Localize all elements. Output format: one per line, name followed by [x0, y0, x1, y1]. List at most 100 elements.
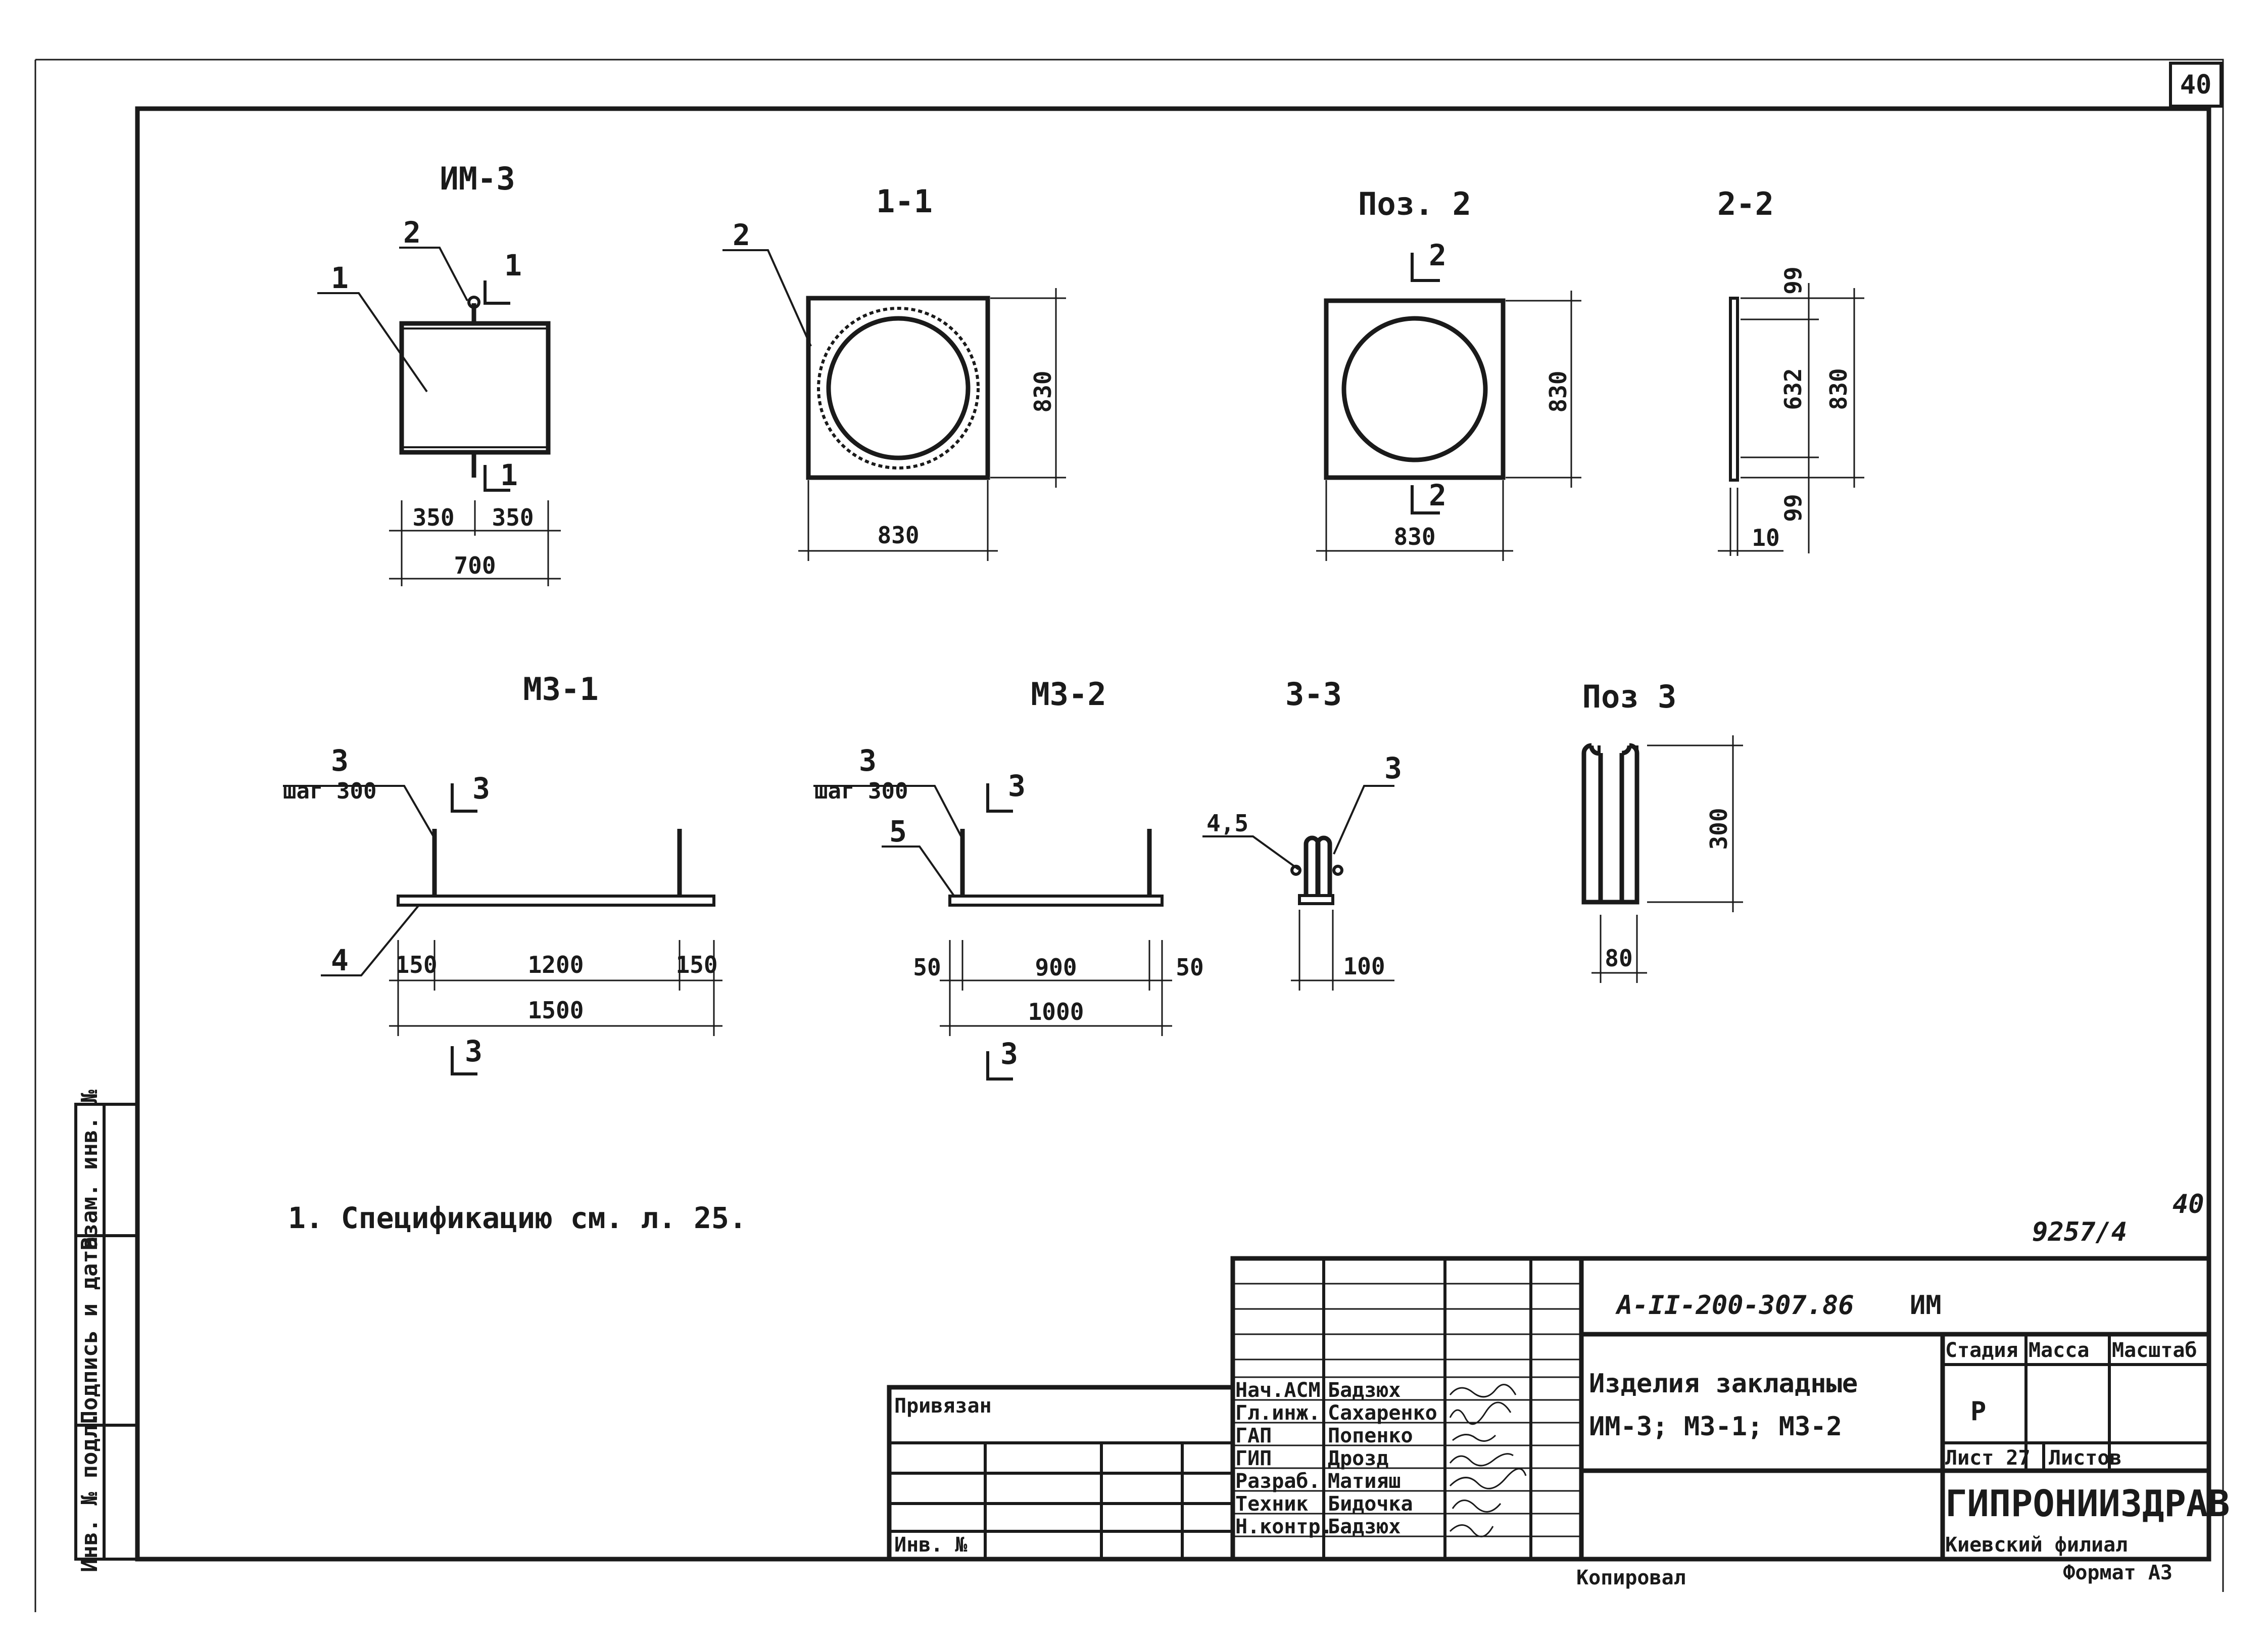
organization-branch: Киевский филиал [1945, 1533, 2128, 1557]
role-label: Разраб. [1235, 1470, 1321, 1493]
pos2-dim-width: 830 [1393, 523, 1435, 550]
document-title-line-2: ИМ-3; МЗ-1; МЗ-2 [1589, 1412, 1842, 1442]
pos2-section-mark-top: 2 [1429, 238, 1446, 272]
im3-dim-right: 350 [492, 504, 534, 531]
im3-dim-left: 350 [412, 504, 454, 531]
document-title-line-1: Изделия закладные [1589, 1369, 1858, 1399]
specification-note: 1. Спецификацию см. л. 25. [288, 1201, 747, 1235]
pos3-dimension-lines [1591, 735, 1743, 983]
mz2-dim-total: 1000 [1028, 998, 1084, 1025]
role-row-7: Н.контр. Бадзюх [1235, 1515, 1401, 1538]
document-mark: ИМ [1910, 1290, 1942, 1321]
view-mz2: МЗ-2 3 шаг 300 5 3 3 50 900 50 1000 [813, 676, 1204, 1081]
code-stamp: 9257/4 [2032, 1217, 2127, 1247]
side-stamp-signature: Подпись и дата [77, 1237, 103, 1424]
sec33-callout-3: 3 [1384, 751, 1402, 785]
mz2-callout-5: 5 [889, 814, 907, 849]
role-label: ГИП [1235, 1447, 1272, 1470]
mz1-section-mark-bottom: 3 [465, 1034, 482, 1068]
view-position-3: Поз 3 300 80 [1581, 678, 1743, 983]
title-block: Привязан Инв. № Нач.АСМ Бадзюх Гл.инж. С… [887, 1256, 2230, 1562]
sec33-dim-weld: 4,5 [1207, 810, 1248, 837]
document-code: А-II-200-307.86 [1615, 1290, 1854, 1321]
mz2-dim-middle: 900 [1035, 954, 1077, 981]
mz2-pitch-note: шаг 300 [814, 778, 908, 804]
sheets-count-label: Листов [2049, 1446, 2122, 1470]
mz1-dim-left: 150 [395, 951, 437, 978]
role-row-6: Техник Бидочка [1235, 1492, 1413, 1516]
role-name: Бадзюх [1328, 1379, 1401, 1402]
role-name: Попенко [1328, 1424, 1413, 1447]
view-section-2-2: 2-2 99 632 830 99 10 [1717, 185, 1864, 556]
im3-callout-1: 1 [331, 261, 349, 295]
mz1-callout-3: 3 [331, 743, 349, 778]
scale-header: Масштаб [2112, 1339, 2197, 1362]
corner-sheet-number: 40 [2180, 70, 2212, 100]
pos2-title: Поз. 2 [1358, 185, 1471, 222]
im3-section-mark-bottom: 1 [500, 458, 518, 492]
sec11-dim-height: 830 [1029, 370, 1056, 412]
pos3-title: Поз 3 [1582, 678, 1677, 715]
role-name: Дрозд [1328, 1447, 1388, 1470]
sec22-dim-middle: 632 [1779, 368, 1807, 410]
side-stamp: Взам. инв. № Подпись и дата Инв. № подл. [74, 1090, 139, 1572]
view-mz1: МЗ-1 3 шаг 300 4 3 3 150 1200 150 1500 [283, 671, 722, 1075]
mz1-dim-middle: 1200 [528, 951, 584, 978]
format-label: Формат А3 [2063, 1561, 2173, 1584]
mz2-dim-left: 50 [913, 954, 941, 981]
role-name: Матияш [1328, 1470, 1401, 1493]
copied-by-label: Копировал [1576, 1566, 1686, 1589]
view-position-2: Поз. 2 2 2 830 830 [1316, 185, 1581, 561]
view-section-3-3: 3-3 4,5 3 100 [1202, 676, 1402, 991]
inventory-label: Инв. № [894, 1533, 968, 1557]
sec22-dim-thickness: 10 [1752, 524, 1779, 551]
role-label: Нач.АСМ [1235, 1379, 1321, 1402]
mz2-title: МЗ-2 [1031, 676, 1106, 713]
stage-header: Стадия [1945, 1339, 2018, 1362]
pos2-dimension-lines [1316, 291, 1581, 561]
role-label: ГАП [1235, 1424, 1272, 1447]
pos3-dim-height: 300 [1705, 808, 1732, 850]
sec33-dimension-lines [1291, 910, 1394, 991]
sec11-title: 1-1 [876, 183, 933, 220]
role-name: Бадзюх [1328, 1515, 1401, 1538]
role-label: Гл.инж. [1235, 1401, 1321, 1425]
pos2-dim-height: 830 [1545, 370, 1572, 412]
stage-value: Р [1970, 1396, 1986, 1427]
sec22-dimension-lines [1718, 283, 1864, 556]
signatures [1449, 1384, 1527, 1537]
side-stamp-inventory: Инв. № подл. [77, 1412, 103, 1572]
outer-border [34, 59, 2224, 1612]
im3-dimension-lines [389, 500, 561, 586]
role-row-1: Нач.АСМ Бадзюх [1235, 1379, 1401, 1402]
mz1-section-mark-top: 3 [472, 771, 490, 806]
mass-header: Масса [2029, 1339, 2089, 1362]
sec22-dim-bottom: 99 [1779, 494, 1807, 522]
pos2-section-mark-bottom: 2 [1429, 478, 1446, 512]
im3-callout-2: 2 [403, 215, 421, 250]
role-row-2: Гл.инж. Сахаренко [1235, 1401, 1437, 1425]
sec11-dim-width: 830 [877, 522, 919, 549]
role-row-3: ГАП Попенко [1235, 1424, 1413, 1447]
mz2-callout-3: 3 [859, 743, 877, 778]
sec22-dim-total: 830 [1825, 368, 1852, 410]
sheet-number-label: Лист 27 [1945, 1446, 2031, 1470]
role-label: Техник [1235, 1492, 1309, 1516]
role-row-5: Разраб. Матияш [1235, 1470, 1401, 1493]
mz1-pitch-note: шаг 300 [283, 778, 376, 804]
mz1-dimension-lines [389, 940, 722, 1036]
footer-sheet-number: 40 [2173, 1189, 2204, 1219]
sec22-title: 2-2 [1717, 185, 1774, 222]
sec33-title: 3-3 [1285, 676, 1342, 713]
im3-section-mark-top: 1 [504, 248, 522, 283]
sec22-dim-top: 99 [1779, 266, 1807, 294]
mz2-section-mark-bottom: 3 [1000, 1037, 1018, 1071]
sec11-callout-2: 2 [733, 218, 750, 252]
role-name: Бидочка [1328, 1492, 1413, 1516]
im3-dim-total: 700 [454, 552, 496, 579]
role-label: Н.контр. [1235, 1515, 1333, 1538]
mz1-dim-total: 1500 [528, 997, 584, 1024]
pos3-dim-width: 80 [1605, 945, 1632, 972]
view-section-1-1: 1-1 2 830 830 [722, 183, 1066, 561]
mz2-dimension-lines [940, 940, 1172, 1036]
